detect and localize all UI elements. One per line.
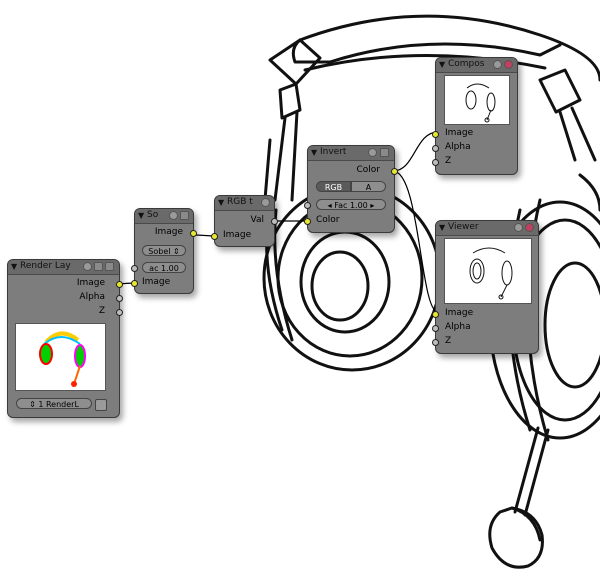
render-layer-select[interactable]: ⇕ 1 RenderL (16, 398, 92, 409)
output-image-socket[interactable] (190, 230, 197, 237)
sobel-filter-node[interactable]: ▼ So Image Sobel ⇕ ac 1.00 Image (131, 208, 197, 294)
node-header[interactable]: ▼ Render Lay (8, 260, 119, 275)
headphones-preview-image (39, 331, 86, 387)
decrement-arrow-icon[interactable]: ◂ (327, 201, 332, 210)
node-title: Compos (448, 59, 485, 69)
close-node-icon[interactable] (504, 60, 513, 69)
output-val-label: Val (250, 215, 264, 225)
composite-node[interactable]: ▼ Compos Image Alpha Z (432, 57, 518, 175)
input-image-socket[interactable] (211, 233, 218, 240)
collapse-triangle-icon[interactable]: ▼ (11, 262, 18, 271)
menu-icon[interactable] (380, 148, 389, 157)
node-header[interactable]: ▼ So (135, 209, 193, 224)
node-header[interactable]: ▼ RGB t (215, 196, 274, 211)
input-z-socket[interactable] (432, 159, 439, 166)
input-z-label: Z (445, 156, 452, 166)
input-image-label: Image (223, 230, 252, 240)
input-alpha-socket[interactable] (432, 145, 439, 152)
output-val-socket[interactable] (271, 218, 278, 225)
node-header[interactable]: ▼ Compos (436, 58, 517, 73)
collapse-triangle-icon[interactable]: ▼ (218, 198, 225, 207)
node-title: So (147, 210, 159, 220)
scene-browse-icon[interactable] (95, 399, 107, 411)
input-alpha-socket[interactable] (432, 325, 439, 332)
headphones-illustration (260, 14, 600, 569)
render-preview (15, 323, 106, 391)
close-node-icon[interactable] (525, 223, 534, 232)
input-image-socket[interactable] (131, 280, 138, 287)
increment-arrow-icon[interactable]: ▸ (370, 201, 375, 210)
preview-toggle-icon[interactable] (368, 148, 377, 157)
rgb-toggle[interactable]: RGB (316, 181, 351, 192)
output-image-socket[interactable] (116, 281, 123, 288)
input-color-label: Color (316, 215, 340, 225)
composite-preview-image (465, 83, 496, 123)
preview-toggle-icon[interactable] (261, 198, 270, 207)
fac-slider[interactable]: ac 1.00 (142, 262, 186, 273)
input-image-label: Image (445, 128, 474, 138)
input-image-label: Image (445, 308, 474, 318)
output-color-label: Color (356, 165, 381, 175)
composite-preview (444, 75, 510, 125)
input-image-socket[interactable] (432, 131, 439, 138)
collapse-triangle-icon[interactable]: ▼ (439, 60, 446, 69)
input-image-socket[interactable] (432, 311, 439, 318)
filter-type-select[interactable]: Sobel ⇕ (142, 245, 186, 256)
input-fac-socket[interactable] (131, 265, 138, 272)
input-alpha-label: Alpha (445, 142, 471, 152)
preview-toggle-icon[interactable] (169, 211, 178, 220)
collapse-triangle-icon[interactable]: ▼ (439, 223, 446, 232)
output-alpha-label: Alpha (79, 292, 105, 302)
preview-toggle-icon[interactable] (493, 60, 502, 69)
invert-node[interactable]: ▼ Invert Color RGB A ◂ Fac 1.00 ▸ Color (304, 145, 398, 233)
options-icon[interactable] (105, 262, 114, 271)
output-image-label: Image (154, 227, 183, 237)
preview-toggle-icon[interactable] (514, 223, 523, 232)
output-z-label: Z (98, 306, 105, 316)
input-z-socket[interactable] (432, 339, 439, 346)
node-header[interactable]: ▼ Viewer (436, 221, 538, 236)
collapse-triangle-icon[interactable]: ▼ (138, 211, 145, 220)
collapse-triangle-icon[interactable]: ▼ (311, 148, 318, 157)
output-z-socket[interactable] (116, 309, 123, 316)
render-layers-node[interactable]: ▼ Render Lay Image Alpha Z ⇕ 1 RenderL (7, 259, 123, 418)
viewer-preview-image (469, 247, 513, 300)
viewer-preview (444, 238, 532, 304)
menu-icon[interactable] (94, 262, 103, 271)
input-color-socket[interactable] (304, 218, 311, 225)
node-title: RGB t (227, 197, 253, 207)
node-header[interactable]: ▼ Invert (308, 146, 394, 161)
menu-icon[interactable] (180, 211, 189, 220)
alpha-toggle[interactable]: A (351, 181, 386, 192)
input-fac-socket[interactable] (304, 202, 311, 209)
output-color-socket[interactable] (391, 168, 398, 175)
node-title: Invert (320, 147, 347, 157)
node-title: Viewer (448, 222, 479, 232)
node-title: Render Lay (20, 261, 71, 271)
preview-toggle-icon[interactable] (83, 262, 92, 271)
input-image-label: Image (142, 277, 171, 287)
fac-slider[interactable]: ◂ Fac 1.00 ▸ (316, 199, 386, 210)
viewer-node[interactable]: ▼ Viewer Image Alpha Z (432, 220, 539, 354)
input-alpha-label: Alpha (445, 322, 471, 332)
input-z-label: Z (445, 336, 452, 346)
layer-select-arrows-icon: ⇕ (29, 400, 36, 409)
rgb-to-bw-node[interactable]: ▼ RGB t Val Image (211, 195, 278, 247)
output-alpha-socket[interactable] (116, 295, 123, 302)
output-image-label: Image (76, 278, 105, 288)
